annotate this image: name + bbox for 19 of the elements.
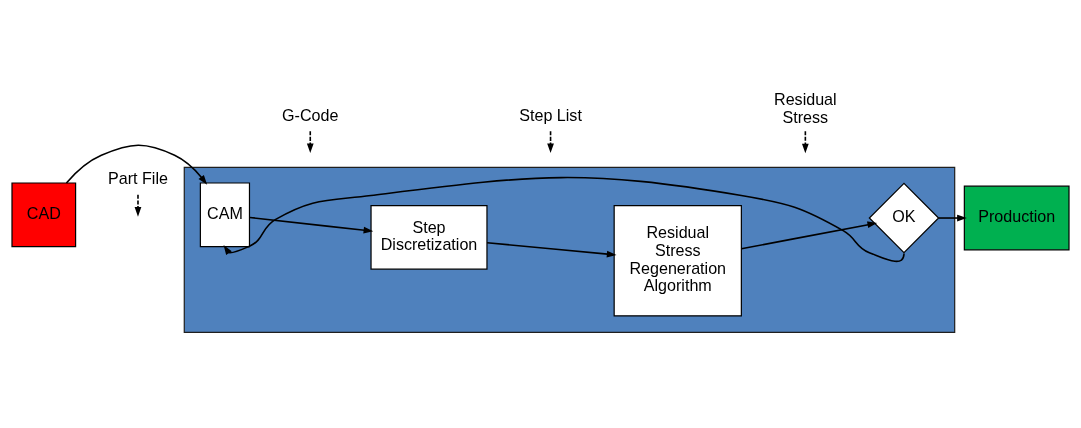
node-text: Part File (108, 169, 168, 188)
node-box: Production (963, 185, 1070, 251)
arrow (134, 194, 142, 217)
arrow (547, 130, 554, 154)
arrow (248, 216, 374, 234)
arrow (937, 214, 967, 222)
node-text: G-Code (282, 105, 339, 124)
cluster (183, 166, 956, 333)
node-box: CAM (199, 182, 251, 248)
node-text: Step List (519, 105, 582, 124)
arrow (801, 130, 809, 154)
node-box: CAD (11, 182, 77, 248)
node-box: Residual Stress Regeneration Algorithm (613, 204, 742, 317)
arrow (65, 144, 208, 185)
arrow (740, 221, 878, 250)
arrow (306, 130, 314, 154)
node-box: Step Discretization (370, 204, 488, 270)
node-text: Residual Stress (774, 90, 837, 127)
arrow (486, 241, 617, 258)
